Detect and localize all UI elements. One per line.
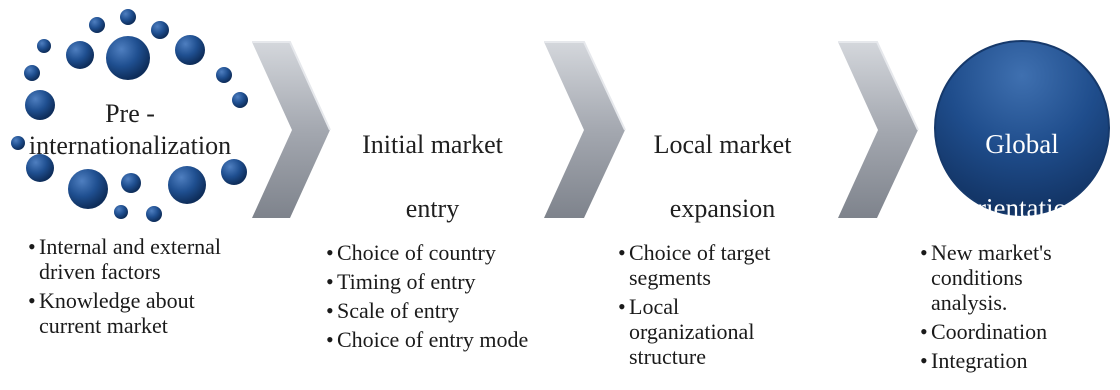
list-item: Timing of entry bbox=[326, 269, 553, 294]
title-line: orientation bbox=[963, 193, 1081, 223]
title-line: internationalization bbox=[28, 131, 232, 160]
chevron-arrow-1 bbox=[252, 41, 331, 218]
bullets-pre-internationalization: Internal and external driven factors Kno… bbox=[28, 234, 245, 342]
ring-dot bbox=[151, 21, 169, 39]
list-item: Scale of entry bbox=[326, 298, 553, 323]
stage-title-initial-market-entry: Initial market entry bbox=[340, 97, 525, 257]
title-line: Initial market bbox=[362, 130, 503, 159]
ring-dot bbox=[11, 136, 25, 150]
chevron-arrow-2 bbox=[544, 41, 626, 218]
title-line: Pre - bbox=[105, 99, 155, 128]
list-item: Choice of target segments bbox=[618, 240, 810, 290]
list-item: Knowledge about current market bbox=[28, 288, 245, 338]
bullets-initial-market-entry: Choice of country Timing of entry Scale … bbox=[326, 240, 553, 356]
ring-dot bbox=[221, 159, 247, 185]
list-item: Internal and external driven factors bbox=[28, 234, 245, 284]
ring-dot bbox=[121, 173, 141, 193]
ring-dot bbox=[37, 39, 51, 53]
global-orientation-circle bbox=[934, 40, 1110, 216]
title-line: expansion bbox=[669, 194, 776, 223]
title-line: Global bbox=[985, 129, 1059, 159]
ring-dot bbox=[175, 35, 205, 65]
list-item: Coordination bbox=[920, 319, 1102, 344]
list-item: New market's conditions analysis. bbox=[920, 240, 1102, 315]
pre-internationalization-dot-ring bbox=[11, 9, 248, 222]
title-line: entry bbox=[405, 194, 460, 223]
stage-title-local-market-expansion: Local market expansion bbox=[630, 97, 815, 257]
chevron-arrow-3 bbox=[838, 41, 919, 218]
ring-dot bbox=[66, 41, 94, 69]
ring-dot bbox=[26, 154, 54, 182]
bullets-global-orientation: New market's conditions analysis. Coordi… bbox=[920, 240, 1102, 377]
ring-dot bbox=[25, 90, 55, 120]
list-item: Choice of country bbox=[326, 240, 553, 265]
title-line: Local market bbox=[653, 130, 792, 159]
ring-dot bbox=[114, 205, 128, 219]
ring-dot bbox=[106, 36, 150, 80]
stage-title-global-orientation: Global orientation bbox=[940, 96, 1104, 256]
ring-dot bbox=[146, 206, 162, 222]
ring-dot bbox=[232, 92, 248, 108]
ring-dot bbox=[168, 166, 206, 204]
list-item: Integration bbox=[920, 348, 1102, 373]
stage-title-pre-internationalization: Pre - internationalization bbox=[10, 98, 250, 162]
ring-dot bbox=[24, 65, 40, 81]
ring-dot bbox=[120, 9, 136, 25]
list-item: Choice of entry mode bbox=[326, 327, 553, 352]
ring-dot bbox=[68, 169, 108, 209]
bullets-local-market-expansion: Choice of target segments Local organiza… bbox=[618, 240, 810, 373]
ring-dot bbox=[216, 67, 232, 83]
ring-dot bbox=[89, 17, 105, 33]
list-item: Local organizational structure bbox=[618, 294, 810, 369]
